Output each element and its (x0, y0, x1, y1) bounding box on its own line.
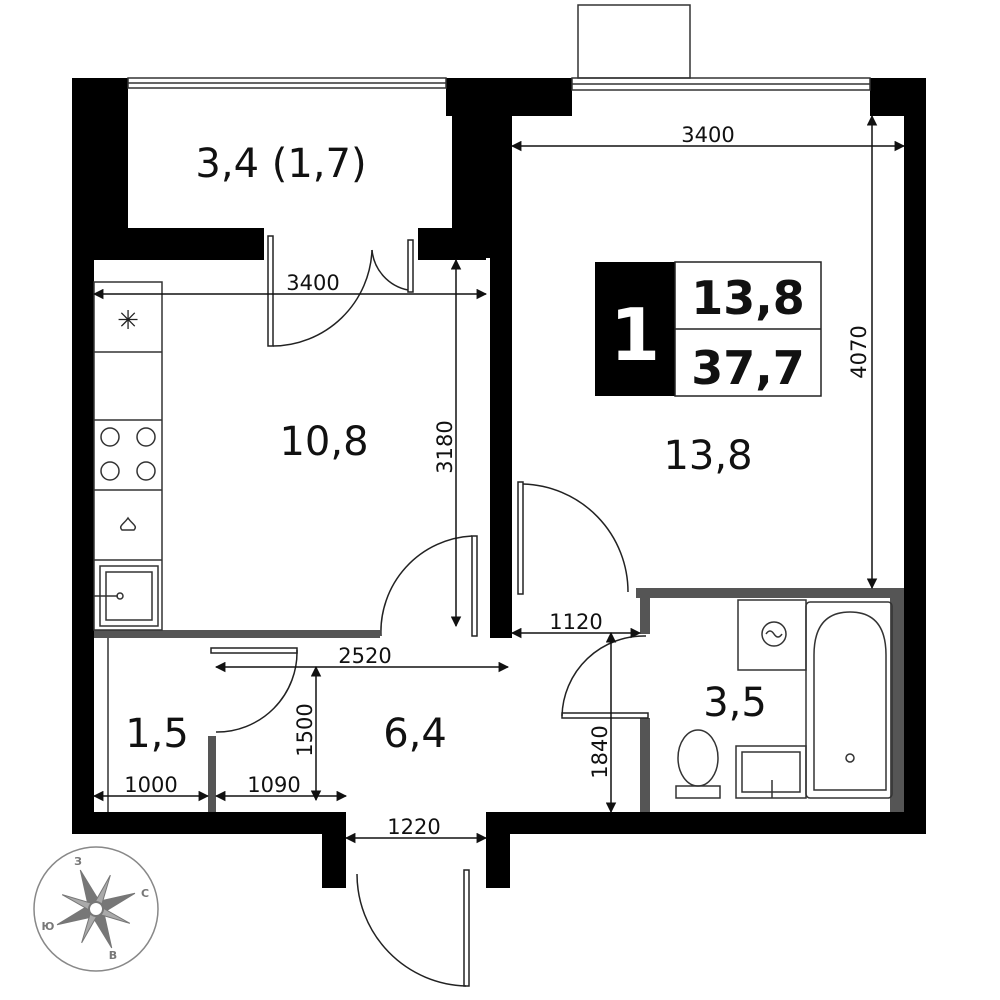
dim-hall-width: 2520 (338, 644, 391, 668)
sink-icon (94, 565, 159, 627)
dishwasher-icon (119, 516, 137, 531)
dim-bath-door: 1120 (549, 610, 602, 634)
partitions (94, 588, 904, 812)
dim-entrance: 1220 (387, 815, 440, 839)
dim-living-depth: 4070 (847, 325, 871, 378)
compass-west: З (74, 855, 82, 868)
badge-room-count: 1 (610, 293, 660, 377)
kitchen-counter (93, 281, 163, 631)
room-bathroom-area: 3,5 (703, 680, 767, 726)
badge-living-area: 13,8 (691, 271, 805, 325)
dim-storage-width: 1000 (124, 773, 177, 797)
room-storage-area: 1,5 (125, 711, 189, 757)
dim-storage-depth: 1500 (293, 703, 317, 756)
dimension-lines (92, 114, 906, 844)
room-kitchen-area: 10,8 (279, 419, 368, 465)
exterior-walls (72, 78, 926, 888)
balcony-glazing (127, 4, 871, 91)
toilet-icon (675, 729, 721, 799)
bathroom-sink-icon (735, 745, 807, 799)
area-badge: 1 13,8 37,7 (595, 261, 822, 397)
washing-machine-icon (737, 599, 807, 671)
dim-hall-segment: 1090 (247, 773, 300, 797)
room-living-area: 13,8 (663, 433, 752, 479)
badge-total-area: 37,7 (691, 341, 805, 395)
compass-north: С (141, 887, 149, 900)
dim-bath-depth: 1840 (588, 725, 612, 778)
freezer-icon: ✳ (117, 306, 139, 336)
compass-east: В (109, 949, 117, 962)
bathtub-icon (805, 601, 893, 799)
dim-living-width: 3400 (681, 123, 734, 147)
dim-kitchen-width: 3400 (286, 271, 339, 295)
dim-kitchen-depth: 3180 (433, 420, 457, 473)
room-balcony-area: 3,4 (1,7) (195, 141, 366, 187)
room-hallway-area: 6,4 (383, 711, 447, 757)
compass-south: Ю (42, 920, 55, 933)
compass-rose-icon: З С В Ю (33, 846, 159, 972)
stove-icon (100, 427, 156, 481)
